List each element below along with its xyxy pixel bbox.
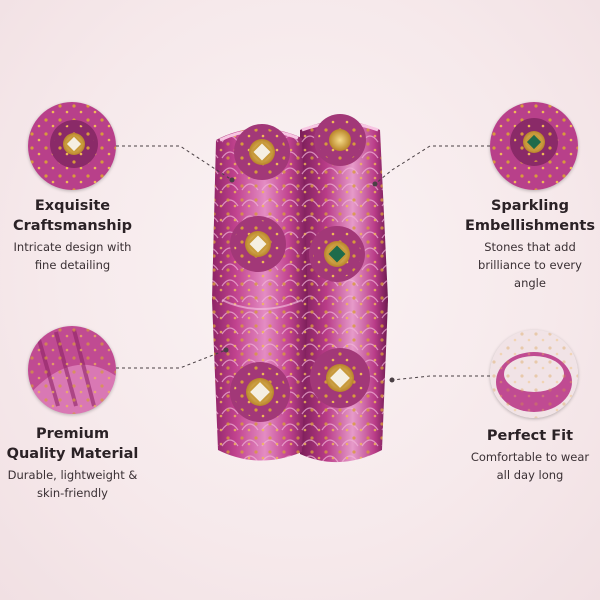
medallion-right-top xyxy=(314,114,366,166)
feature-description: skin-friendly xyxy=(37,486,108,500)
embellishments-closeup-image xyxy=(490,102,578,190)
medallion-left-top xyxy=(234,124,290,180)
feature-description: Stones that add xyxy=(484,240,576,254)
medallion-left-mid xyxy=(230,216,286,272)
connector-lines xyxy=(116,145,490,381)
feature-description: Intricate design with xyxy=(13,240,132,254)
feature-title: Perfect Fit xyxy=(486,428,574,444)
feature-description: Comfortable to wear xyxy=(470,450,590,464)
feature-title: Embellishments xyxy=(465,218,595,234)
material-closeup-image xyxy=(28,326,116,414)
feature-embellishments: Sparkling Embellishments Stones that add… xyxy=(460,196,600,292)
fit-closeup-image xyxy=(490,330,578,418)
feature-description: fine detailing xyxy=(34,258,111,272)
feature-title: Sparkling xyxy=(490,198,570,214)
feature-material: Premium Quality Material Durable, lightw… xyxy=(0,424,145,502)
feature-fit: Perfect Fit Comfortable to wear all day … xyxy=(460,426,600,484)
feature-description: Durable, lightweight & xyxy=(7,468,138,482)
feature-description: all day long xyxy=(496,468,564,482)
feature-title: Quality Material xyxy=(6,446,139,462)
feature-title: Exquisite xyxy=(34,198,111,214)
bangle-right xyxy=(300,121,388,463)
feature-description: angle xyxy=(514,276,546,290)
medallion-right-mid xyxy=(309,226,365,282)
feature-craftsmanship: Exquisite Craftsmanship Intricate design… xyxy=(0,196,145,274)
feature-title: Premium xyxy=(35,426,110,442)
feature-description: brilliance to every xyxy=(478,258,582,272)
medallion-left-bottom xyxy=(230,362,290,422)
craftsmanship-closeup-image xyxy=(28,102,116,190)
medallion-right-bottom xyxy=(310,348,370,408)
feature-title: Craftsmanship xyxy=(13,218,132,234)
